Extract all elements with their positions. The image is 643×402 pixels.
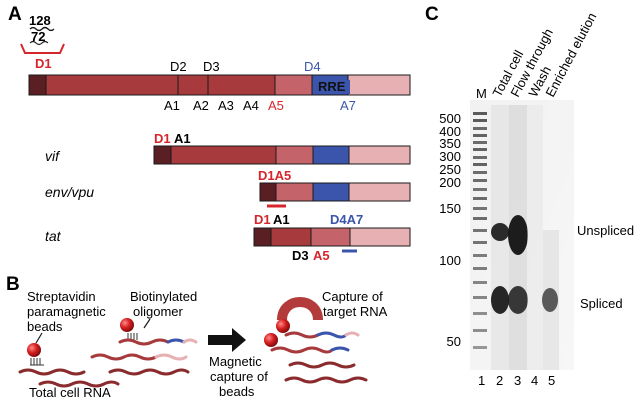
rna-strands-captured: [270, 331, 368, 384]
vif-segment-blue: [312, 145, 350, 165]
tat-bar: [253, 227, 411, 247]
target-label-line2: target RNA: [323, 304, 388, 319]
d1-label: D1: [35, 56, 52, 71]
genome-segment-mid: [274, 74, 313, 96]
env-segment-mid: [275, 182, 314, 202]
panel-b-letter: B: [6, 274, 20, 295]
a3-label: A3: [218, 98, 234, 113]
a5-label: A5: [268, 98, 284, 113]
marker-400: 400: [439, 124, 461, 139]
d3-label: D3: [203, 59, 220, 74]
tat-name: tat: [45, 228, 62, 244]
lane-number-2: 2: [496, 373, 503, 388]
marker-150: 150: [439, 201, 461, 216]
unspliced-label: Unspliced: [577, 223, 634, 238]
tat-segment-mid: [310, 227, 351, 247]
squiggle-bottom: [29, 40, 49, 46]
bead-left: [27, 343, 41, 357]
beads-arrow: [35, 332, 43, 344]
oligo-left: [30, 358, 44, 366]
lane-4: [527, 105, 543, 370]
marker-300: 300: [439, 149, 461, 164]
size-128-label: 128: [29, 13, 51, 28]
probe-bracket: [20, 43, 65, 54]
marker-50: 50: [447, 334, 461, 349]
beads-label-line2: paramagnetic: [27, 304, 106, 319]
genome-bar: RRE: [28, 74, 411, 96]
env-name: env/vpu: [45, 184, 94, 200]
env-bar: [259, 182, 411, 202]
env-d1a5-label: D1A5: [258, 168, 291, 183]
vif-bar: [153, 145, 411, 165]
oligo-arrow: [143, 318, 151, 329]
tat-d3-label: D3: [292, 248, 309, 263]
lane-5: [542, 230, 559, 370]
genome-segment-main: [45, 74, 276, 96]
bead-captured-2: [264, 333, 278, 347]
lane-number-4: 4: [531, 373, 538, 388]
tat-d4a7-label: D4A7: [330, 212, 363, 227]
process-arrow: [208, 328, 246, 352]
lane-header-enriched-elution: Enriched elution: [542, 10, 599, 99]
genome-segment-pink: [347, 74, 411, 96]
vif-d1-label: D1: [154, 131, 171, 146]
marker-100: 100: [439, 253, 461, 268]
capture-line1: Magnetic: [209, 354, 262, 369]
vif-name: vif: [45, 148, 61, 164]
lane-header-m: M: [476, 86, 487, 101]
vif-a1-label: A1: [174, 131, 191, 146]
marker-500: 500: [439, 111, 461, 126]
lane-number-1: 1: [478, 373, 485, 388]
tat-d1-label: D1: [254, 212, 271, 227]
tat-segment-dark: [253, 227, 272, 247]
lane-3: [508, 105, 528, 370]
oligo-label-line1: Biotinylated: [130, 289, 197, 304]
rna-strands-mid: [90, 338, 198, 376]
spliced-label: Spliced: [580, 296, 623, 311]
marker-200: 200: [439, 175, 461, 190]
d2-label: D2: [170, 59, 187, 74]
bead-oligo-mid: [120, 318, 134, 332]
capture-line3: beads: [219, 384, 255, 399]
beads-label-line3: beads: [27, 319, 63, 334]
vif-segment-main: [170, 145, 277, 165]
squiggle-top: [29, 26, 55, 32]
rre-label: RRE: [318, 79, 346, 94]
marker-350: 350: [439, 136, 461, 151]
lane-number-5: 5: [548, 373, 555, 388]
beads-label-line1: Streptavidin: [27, 289, 96, 304]
panel-a-letter: A: [8, 4, 22, 25]
tat-a5-label: A5: [313, 248, 330, 263]
env-segment-pink: [348, 182, 411, 202]
d4-label: D4: [304, 59, 321, 74]
a4-label: A4: [243, 98, 259, 113]
vif-segment-pink: [348, 145, 411, 165]
genome-segment-dark: [28, 74, 47, 96]
total-rna-label: Total cell RNA: [29, 385, 111, 400]
tat-segment-pink: [349, 227, 411, 247]
rna-strands-left: [18, 368, 120, 388]
ladder-lane: [473, 112, 487, 349]
env-segment-blue: [312, 182, 350, 202]
capture-line2: capture of: [210, 369, 268, 384]
a7-label: A7: [340, 98, 356, 113]
marker-250: 250: [439, 162, 461, 177]
tat-a1-label: A1: [273, 212, 290, 227]
magnet-icon: [277, 297, 323, 321]
vif-segment-dark: [153, 145, 172, 165]
target-label-line1: Capture of: [322, 289, 383, 304]
rre-box: [316, 80, 350, 94]
lane-2: [491, 105, 509, 370]
tat-segment-main: [270, 227, 312, 247]
env-segment-dark: [259, 182, 277, 202]
a2-label: A2: [193, 98, 209, 113]
oligo-label-line2: oligomer: [133, 304, 184, 319]
a1-label: A1: [164, 98, 180, 113]
bead-captured-1: [276, 319, 290, 333]
vif-segment-mid: [275, 145, 314, 165]
panel-c-letter: C: [425, 4, 439, 25]
lane-number-3: 3: [514, 373, 521, 388]
size-72-label: 72: [31, 29, 45, 44]
